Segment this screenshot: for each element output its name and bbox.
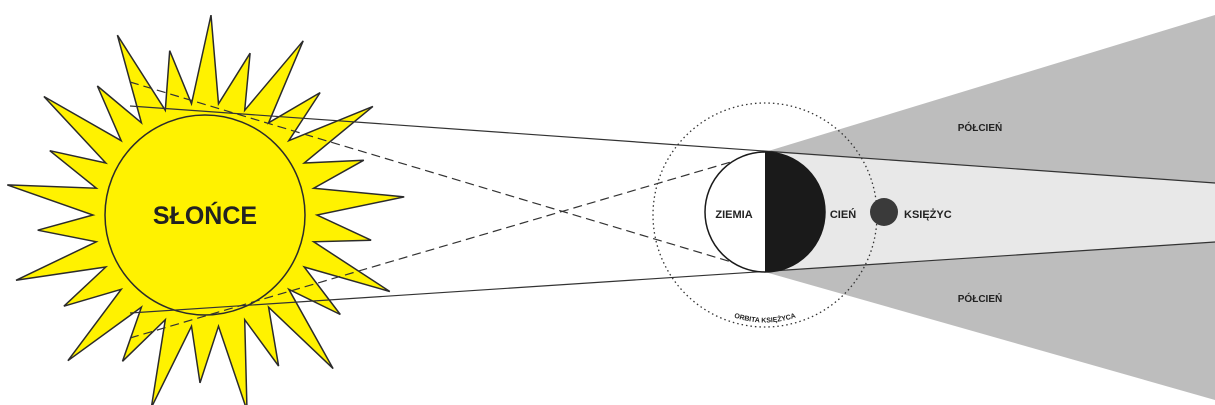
penumbra-bottom-label: PÓŁCIEŃ <box>958 292 1002 305</box>
penumbra-top-label: PÓŁCIEŃ <box>958 121 1002 134</box>
shadow-label: CIEŃ <box>830 208 856 221</box>
moon-label: KSIĘŻYC <box>904 208 952 221</box>
earth-label: ZIEMIA <box>715 209 752 221</box>
moon-orbit-label-wrap: ORBITA KSIĘŻYCA <box>733 313 796 325</box>
moon-orbit-label: ORBITA KSIĘŻYCA <box>733 313 796 325</box>
moon <box>870 198 898 226</box>
sun-label: SŁOŃCE <box>153 201 257 230</box>
